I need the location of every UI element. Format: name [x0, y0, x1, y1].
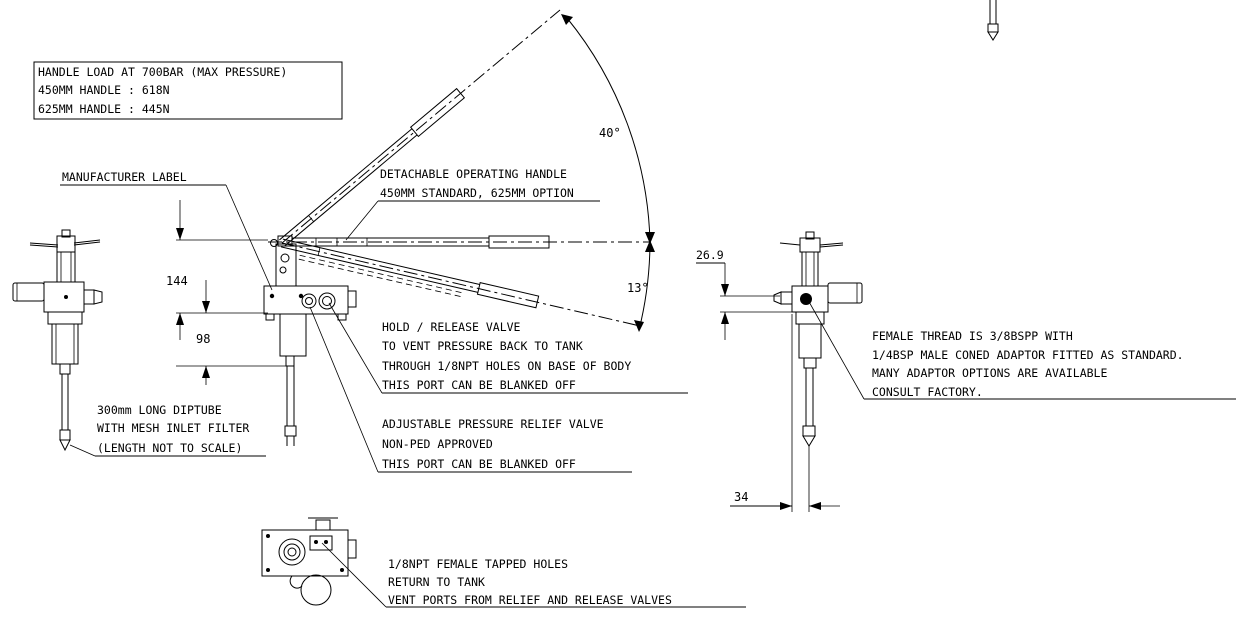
- hold-line-1: HOLD / RELEASE VALVE: [382, 320, 521, 334]
- height-dimensions: 144 98: [166, 200, 290, 385]
- angle-40: 40°: [599, 126, 621, 140]
- side-reservoir-cap: [12, 282, 45, 302]
- tapped-line-3: VENT PORTS FROM RELIEF AND RELEASE VALVE…: [388, 593, 672, 607]
- pump-cylinder: [279, 313, 307, 357]
- dim-34-group: 34: [730, 314, 840, 512]
- detachable-handle-callout: DETACHABLE OPERATING HANDLE 450MM STANDA…: [345, 167, 600, 241]
- left-side-view: [12, 229, 103, 452]
- hold-line-2: TO VENT PRESSURE BACK TO TANK: [382, 339, 583, 353]
- relief-line-3: THIS PORT CAN BE BLANKED OFF: [382, 457, 576, 471]
- female-line-4: CONSULT FACTORY.: [872, 385, 983, 399]
- note-line-1: HANDLE LOAD AT 700BAR (MAX PRESSURE): [38, 65, 287, 79]
- release-valve-port: [301, 293, 317, 309]
- dim-98: 98: [196, 332, 210, 346]
- dim-34: 34: [734, 490, 748, 504]
- relief-line-1: ADJUSTABLE PRESSURE RELIEF VALVE: [382, 417, 604, 431]
- manufacturer-label-callout: MANUFACTURER LABEL: [60, 170, 273, 291]
- bottom-pump-bore: [278, 538, 306, 566]
- handle-line-1: DETACHABLE OPERATING HANDLE: [380, 167, 567, 181]
- tapped-line-2: RETURN TO TANK: [388, 575, 485, 589]
- hold-line-3: THROUGH 1/8NPT HOLES ON BASE OF BODY: [382, 359, 631, 373]
- pump-pivot-column: [275, 243, 297, 287]
- right-reservoir-cap: [827, 282, 863, 304]
- relief-line-2: NON-PED APPROVED: [382, 437, 493, 451]
- diptube-line-3: (LENGTH NOT TO SCALE): [97, 441, 242, 455]
- side-valve-body: [56, 235, 76, 253]
- angle-13: 13°: [627, 281, 649, 295]
- handle-lowered: [280, 238, 540, 309]
- note-box-frame: [33, 61, 343, 120]
- tapped-holes-callout: 1/8NPT FEMALE TAPPED HOLES RETURN TO TAN…: [321, 542, 746, 608]
- female-line-1: FEMALE THREAD IS 3/8BSPP WITH: [872, 329, 1073, 343]
- side-valve-handle: [29, 242, 59, 246]
- female-thread-callout: FEMALE THREAD IS 3/8BSPP WITH 1/4BSP MAL…: [807, 299, 1236, 400]
- female-line-3: MANY ADAPTOR OPTIONS ARE AVAILABLE: [872, 366, 1107, 380]
- right-side-view: [773, 0, 999, 447]
- dim-26-9: 26.9: [696, 248, 724, 262]
- note-line-3: 625MM HANDLE : 445N: [38, 102, 170, 116]
- diptube-line-1: 300mm LONG DIPTUBE: [97, 403, 222, 417]
- hold-release-callout: HOLD / RELEASE VALVE TO VENT PRESSURE BA…: [328, 302, 688, 394]
- manufacturer-label-text: MANUFACTURER LABEL: [62, 170, 187, 184]
- handle-load-note: HANDLE LOAD AT 700BAR (MAX PRESSURE) 450…: [33, 61, 343, 120]
- handle-line-2: 450MM STANDARD, 625MM OPTION: [380, 186, 574, 200]
- dim-26-9-group: 26.9: [696, 248, 794, 340]
- relief-valve-callout: ADJUSTABLE PRESSURE RELIEF VALVE NON-PED…: [309, 306, 632, 473]
- bottom-tapped-hole-1: [314, 540, 318, 544]
- female-line-2: 1/4BSP MALE CONED ADAPTOR FITTED AS STAN…: [872, 348, 1184, 362]
- angle-arc: 40° 13°: [561, 14, 655, 332]
- bottom-gauge: [300, 574, 332, 606]
- tapped-line-1: 1/8NPT FEMALE TAPPED HOLES: [388, 557, 568, 571]
- main-pump-view: [263, 235, 357, 446]
- bottom-tapped-hole-2: [324, 540, 328, 544]
- diptube-line-2: WITH MESH INLET FILTER: [97, 421, 249, 435]
- relief-valve-port: [318, 292, 336, 310]
- diptube-callout: 300mm LONG DIPTUBE WITH MESH INLET FILTE…: [69, 403, 266, 457]
- hold-line-4: THIS PORT CAN BE BLANKED OFF: [382, 378, 576, 392]
- bottom-view: [261, 517, 357, 606]
- dim-144: 144: [166, 274, 188, 288]
- note-line-2: 450MM HANDLE : 618N: [38, 83, 170, 97]
- operating-handles: [268, 9, 650, 327]
